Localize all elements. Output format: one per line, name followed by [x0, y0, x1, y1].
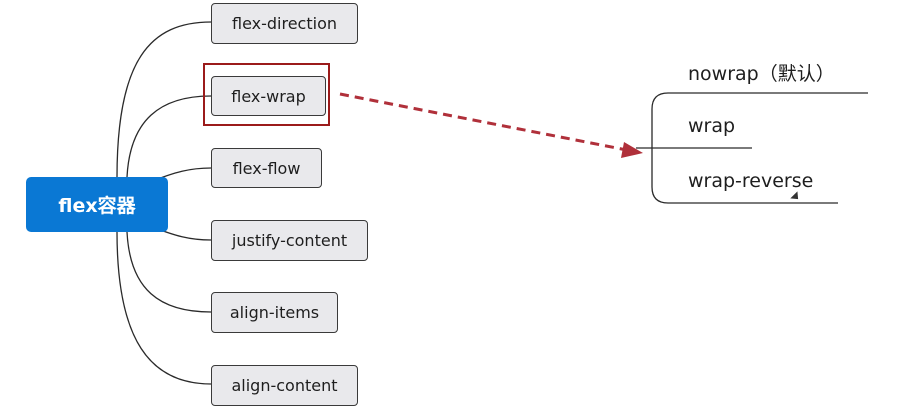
node-flex-flow[interactable]: flex-flow: [211, 148, 322, 188]
connector-flex-direction: [116, 21, 212, 178]
connector-flex-wrap: [126, 95, 212, 178]
node-flex-direction[interactable]: flex-direction: [211, 3, 358, 44]
connector-align-content: [116, 231, 212, 385]
value-wrap-reverse[interactable]: wrap-reverse: [688, 170, 814, 192]
node-align-items[interactable]: align-items: [211, 292, 338, 333]
node-justify-content[interactable]: justify-content: [211, 220, 368, 261]
root-node-flex-container[interactable]: flex容器: [26, 177, 168, 232]
value-wrap[interactable]: wrap: [688, 115, 736, 137]
flex-wrap-highlight-box: [203, 63, 330, 126]
node-flex-wrap[interactable]: flex-wrap: [211, 76, 326, 116]
node-align-content[interactable]: align-content: [211, 365, 358, 406]
dashed-arrow-head: [621, 142, 643, 158]
value-nowrap[interactable]: nowrap（默认）: [688, 63, 835, 85]
connector-align-items: [126, 231, 212, 313]
dashed-arrow-line: [339, 92, 633, 153]
